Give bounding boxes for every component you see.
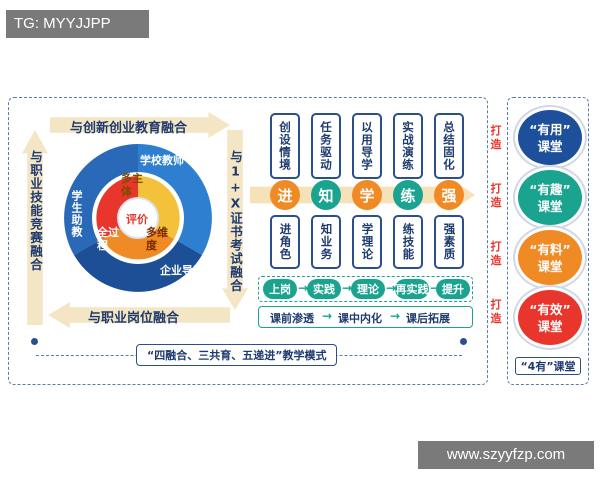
stage-bottom-2: 知业务 <box>311 215 341 269</box>
flow1-arrow-2: → <box>342 281 353 295</box>
stage-top-2: 任务驱动 <box>311 113 341 179</box>
stage-top-1: 创设情境 <box>270 113 300 179</box>
wheel-inner-1: 多主体 <box>121 172 143 198</box>
flow2-arrow-2: → <box>390 309 401 323</box>
right-panel-caption: “4有”课堂 <box>515 357 581 375</box>
classroom-fun: “有趣”课堂 <box>515 167 585 228</box>
stage-top-4: 实战演练 <box>393 113 423 179</box>
label-competition: 与职业技能竞赛融合 <box>28 150 43 272</box>
stage-circle-1: 进 <box>270 180 300 210</box>
stage-bottom-3: 学理论 <box>352 215 382 269</box>
classroom-effective: “有效”课堂 <box>515 287 585 348</box>
flow2-arrow-1: → <box>322 309 333 323</box>
teaching-mode-caption: “四融合、三共育、五递进”教学模式 <box>136 344 338 366</box>
main-frame <box>8 97 488 385</box>
flow2-step-1: 课前渗透 <box>270 312 314 325</box>
stage-bottom-1: 进角色 <box>270 215 300 269</box>
classroom-useful: “有用”课堂 <box>515 107 585 168</box>
label-innovation: 与创新创业教育融合 <box>70 121 188 136</box>
classroom-rich: “有料”课堂 <box>515 227 585 288</box>
watermark-bottom-right: www.szyyfzp.com <box>418 441 594 469</box>
connector-1: 打造 <box>490 124 502 151</box>
flow1-step-1: 上岗 <box>263 279 297 299</box>
label-1x: 与1+X证书考试融合 <box>228 150 243 293</box>
stage-top-5: 总结固化 <box>434 113 464 179</box>
connector-3: 打造 <box>490 240 502 267</box>
flow1-arrow-3: → <box>386 281 397 295</box>
flow2-step-2: 课中内化 <box>338 312 382 325</box>
stage-bottom-5: 强素质 <box>434 215 464 269</box>
evaluation-wheel <box>64 144 212 292</box>
stage-circle-3: 学 <box>352 180 382 210</box>
wheel-inner-2: 多维度 <box>146 226 168 252</box>
wheel-center: 评价 <box>126 213 148 226</box>
stage-circle-5: 强 <box>434 180 464 210</box>
watermark-top-left: TG: MYYJJPP <box>6 10 149 38</box>
flow2-frame <box>258 306 473 328</box>
flow2-step-3: 课后拓展 <box>406 312 450 325</box>
flow1-arrow-4: → <box>430 281 440 295</box>
right-frame <box>507 97 589 385</box>
connector-4: 打造 <box>490 298 502 325</box>
flow1-step-3: 理论 <box>351 279 385 299</box>
wheel-outer-1: 学校教师 <box>140 154 184 167</box>
stage-bottom-4: 练技能 <box>393 215 423 269</box>
flow1-step-2: 实践 <box>307 279 341 299</box>
stage-circle-4: 练 <box>393 180 423 210</box>
connector-2: 打造 <box>490 182 502 209</box>
label-job: 与职业岗位融合 <box>88 311 180 326</box>
wheel-outer-2: 企业导师 <box>160 264 204 277</box>
wheel-outer-3: 学生助教 <box>70 190 83 238</box>
flow1-step-4: 再实践 <box>395 279 429 299</box>
stage-top-3: 以用导学 <box>352 113 382 179</box>
caption-dot-left <box>31 338 38 345</box>
flow1-frame <box>258 276 473 302</box>
flow1-arrow-1: → <box>298 281 309 295</box>
wheel-inner-3: 全过程 <box>97 226 119 252</box>
stage-circle-2: 知 <box>311 180 341 210</box>
flow1-step-5: 提升 <box>436 279 470 299</box>
caption-dot-right <box>460 338 467 345</box>
